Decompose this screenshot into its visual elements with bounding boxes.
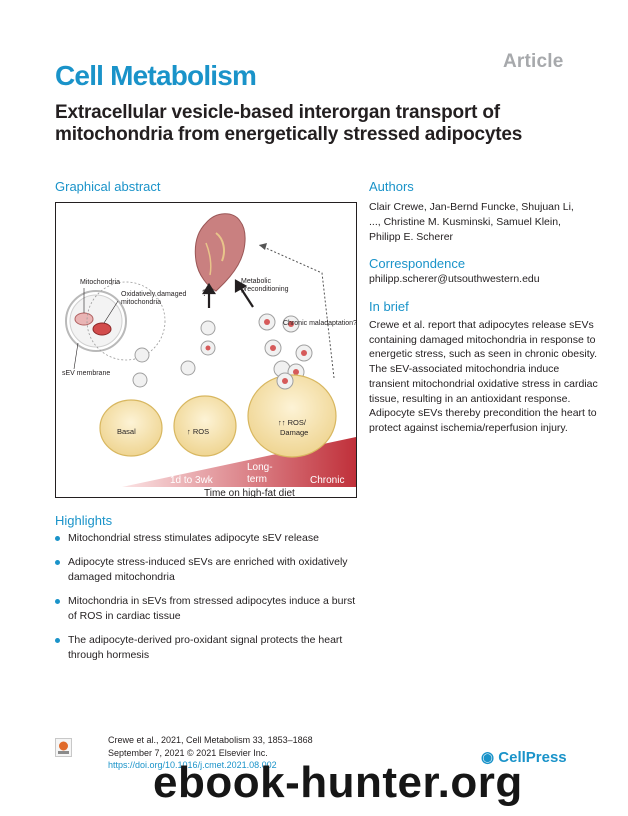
in-brief-heading: In brief: [369, 299, 409, 314]
doi-link[interactable]: https://doi.org/10.1016/j.cmet.2021.08.0…: [108, 760, 277, 770]
graphical-abstract-figure: Mitochondria Oxidatively damaged mitocho…: [55, 202, 357, 499]
authors-list: Clair Crewe, Jan-Bernd Funcke, Shujuan L…: [369, 201, 574, 243]
time-axis-label: Time on high-fat diet: [204, 488, 295, 499]
preconditioning-label: preconditioning: [241, 286, 289, 293]
article-title: Extracellular vesicle-based interorgan t…: [55, 102, 523, 145]
bullet-icon: [55, 536, 60, 541]
ros-damage-label-2: Damage: [280, 428, 308, 437]
graphical-abstract-svg: Mitochondria Oxidatively damaged mitocho…: [62, 213, 357, 499]
time-1d-3wk: 1d to 3wk: [170, 475, 214, 486]
cellpress-logo-icon: ◉: [481, 749, 499, 766]
authors-heading: Authors: [369, 179, 414, 194]
citation-block: Crewe et al., 2021, Cell Metabolism 33, …: [108, 734, 313, 772]
sev-zoom-diagram: [65, 281, 166, 370]
bullet-icon: [55, 599, 60, 604]
time-long-term-2: term: [247, 474, 267, 485]
time-long-term: Long-: [247, 462, 273, 473]
adipocyte-cells: [99, 374, 337, 458]
ros-damage-label: ↑↑ ROS/: [278, 418, 307, 427]
highlight-item: Adipocyte stress-induced sEVs are enrich…: [55, 555, 365, 585]
highlights-list: Mitochondrial stress stimulates adipocyt…: [55, 531, 365, 672]
time-chronic: Chronic: [310, 475, 344, 486]
arrow-icon: [202, 279, 254, 308]
question-mark: ?: [202, 288, 207, 298]
graphical-abstract-heading: Graphical abstract: [55, 179, 161, 194]
highlight-item: Mitochondria in sEVs from stressed adipo…: [55, 594, 365, 624]
oxidatively-damaged-label: Oxidatively damaged: [121, 291, 186, 298]
correspondence-email[interactable]: philipp.scherer@utsouthwestern.edu: [369, 273, 540, 285]
article-type-label: Article: [503, 51, 564, 72]
metabolic-label: Metabolic: [241, 278, 271, 285]
heart-icon: [194, 213, 246, 292]
basal-label: Basal: [117, 427, 136, 436]
watermark-text: ebook-hunter.org: [153, 758, 523, 807]
chronic-maladaptation-label: Chronic maladaptation?: [283, 320, 357, 327]
highlight-item: The adipocyte-derived pro-oxidant signal…: [55, 633, 365, 663]
citation-line-2: September 7, 2021 © 2021 Elsevier Inc.: [108, 747, 268, 758]
correspondence-heading: Correspondence: [369, 256, 466, 271]
highlights-heading: Highlights: [55, 513, 113, 528]
journal-name: Cell Metabolism: [55, 60, 257, 91]
citation-line-1: Crewe et al., 2021, Cell Metabolism 33, …: [108, 735, 313, 745]
elsevier-logo-icon: [55, 738, 72, 757]
bullet-icon: [55, 560, 60, 565]
sev-membrane-label: sEV membrane: [62, 370, 110, 377]
oxidatively-damaged-label-2: mitochondria: [121, 299, 161, 306]
in-brief-text: Crewe et al. report that adipocytes rele…: [369, 319, 598, 434]
mitochondria-label: Mitochondria: [80, 279, 120, 286]
ros-label: ↑ ROS: [187, 427, 209, 436]
highlight-item: Mitochondrial stress stimulates adipocyt…: [55, 531, 365, 546]
cellpress-logo: ◉ CellPress: [481, 749, 567, 766]
bullet-icon: [55, 638, 60, 643]
